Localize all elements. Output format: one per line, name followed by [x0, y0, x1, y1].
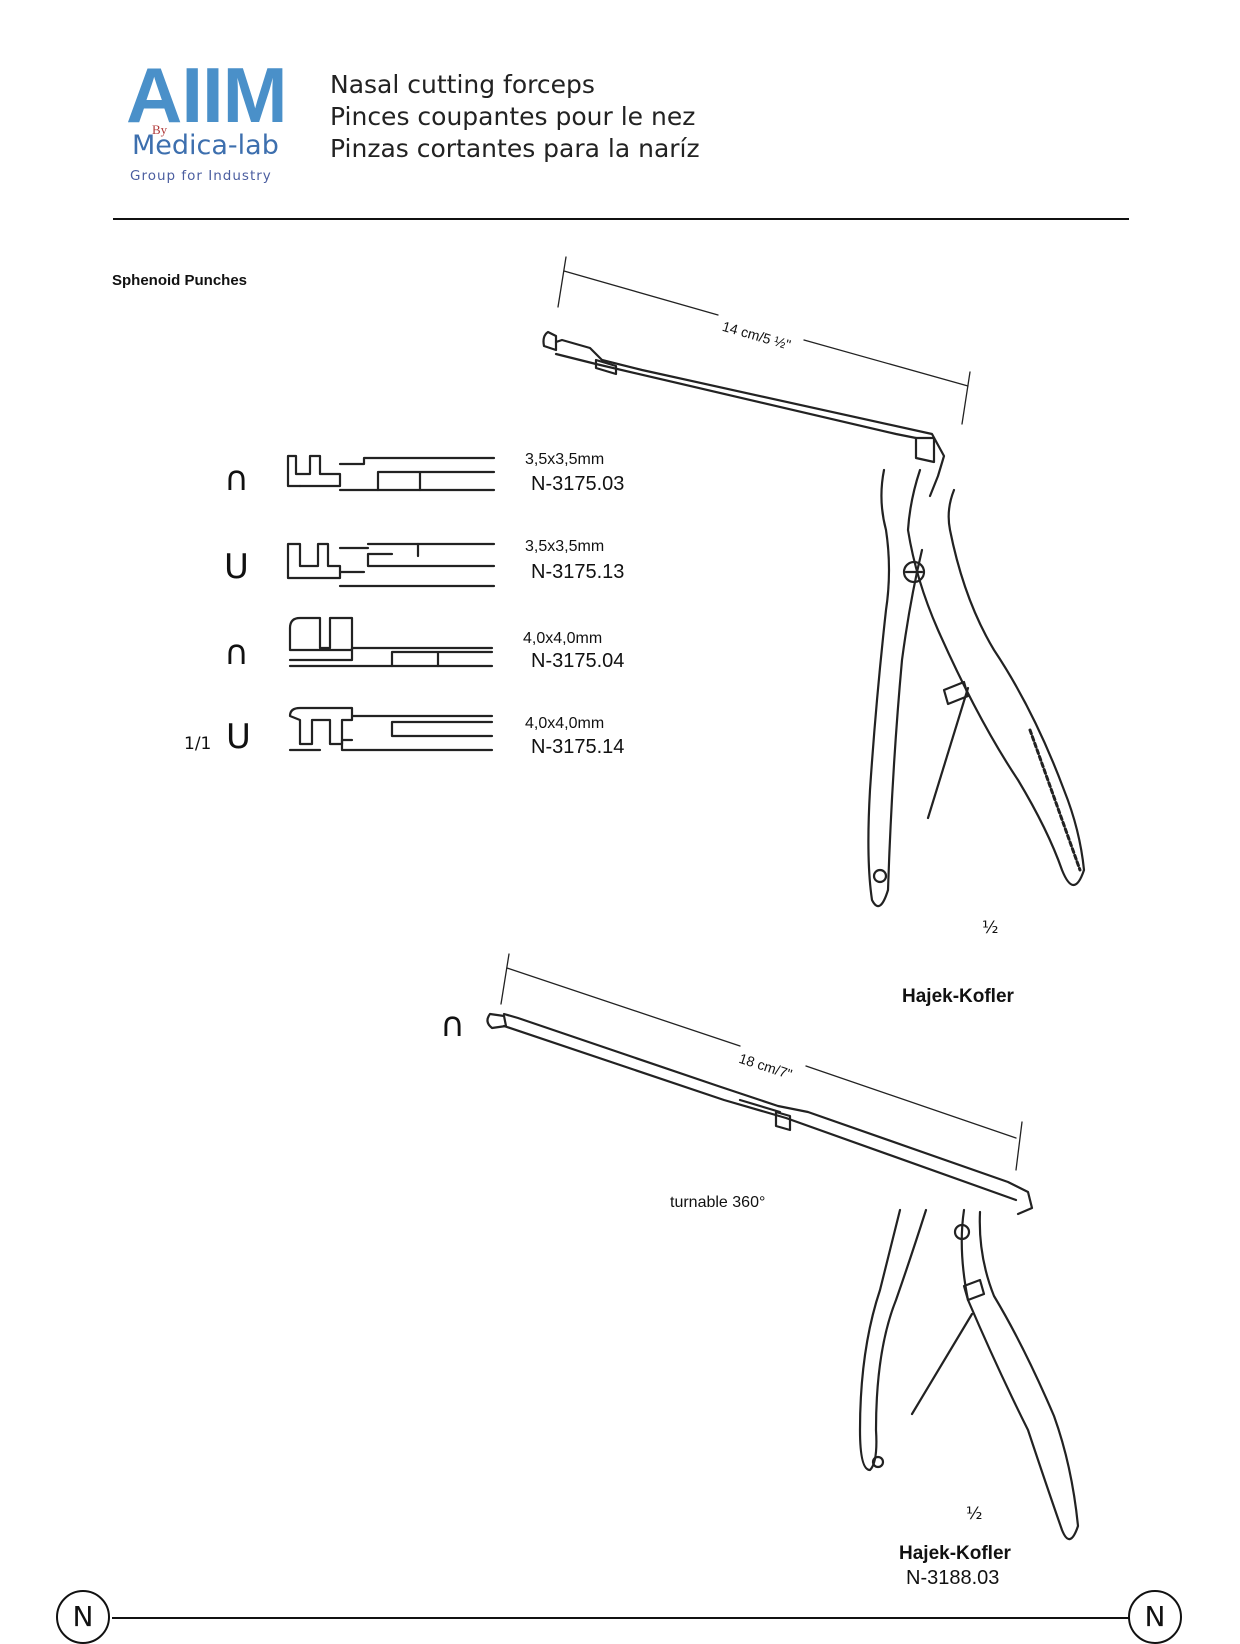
logo-sub-text: Medica-lab — [132, 130, 279, 161]
variant-4-symbol: U — [226, 717, 251, 757]
logo-by-text: By — [152, 122, 168, 137]
title-spanish: Pinzas cortantes para la naríz — [330, 134, 700, 163]
tip-detail-2 — [286, 542, 496, 588]
instrument-2-symbol: ∩ — [440, 1005, 465, 1045]
logo-main-text: AIIM — [126, 51, 288, 139]
section-title: Sphenoid Punches — [112, 272, 248, 289]
instrument-1-drawing — [542, 330, 1086, 908]
instrument-2-drawing — [486, 1012, 1080, 1541]
variant-3-code: N-3175.04 — [531, 650, 625, 672]
footer-section-marker-right: N — [1128, 1590, 1182, 1644]
instrument-2-code: N-3188.03 — [906, 1567, 1000, 1589]
variant-1-symbol: ∩ — [224, 459, 249, 499]
title-english: Nasal cutting forceps — [330, 70, 595, 99]
logo-tagline: Group for Industry — [130, 168, 272, 184]
footer-divider — [112, 1617, 1130, 1619]
dimension-line-1 — [557, 256, 971, 425]
variant-2-code: N-3175.13 — [531, 561, 625, 583]
instrument-1-scale: ½ — [982, 918, 999, 938]
instrument-1-name: Hajek-Kofler — [902, 986, 1014, 1007]
instrument-2-name: Hajek-Kofler — [899, 1543, 1011, 1564]
variant-2-size: 3,5x3,5mm — [525, 538, 605, 555]
variant-4-size: 4,0x4,0mm — [525, 715, 605, 732]
title-french: Pinces coupantes pour le nez — [330, 102, 696, 131]
tip-detail-1 — [286, 454, 496, 492]
variant-3-symbol: ∩ — [224, 633, 249, 673]
footer-section-marker-left: N — [56, 1590, 110, 1644]
variant-1-code: N-3175.03 — [531, 473, 625, 495]
tip-detail-4 — [288, 706, 494, 752]
instrument-2-scale: ½ — [966, 1504, 983, 1524]
detail-scale-label: 1/1 — [184, 734, 212, 754]
dimension-line-2 — [500, 953, 1023, 1171]
variant-1-size: 3,5x3,5mm — [525, 451, 605, 468]
header-divider — [113, 218, 1129, 220]
variant-3-size: 4,0x4,0mm — [523, 630, 603, 647]
tip-detail-3 — [288, 616, 494, 668]
variant-4-code: N-3175.14 — [531, 736, 625, 758]
instrument-2-note: turnable 360° — [670, 1194, 766, 1211]
variant-2-symbol: U — [224, 547, 249, 587]
company-logo: AIIM By Medica-lab Group for Industry — [126, 56, 291, 194]
